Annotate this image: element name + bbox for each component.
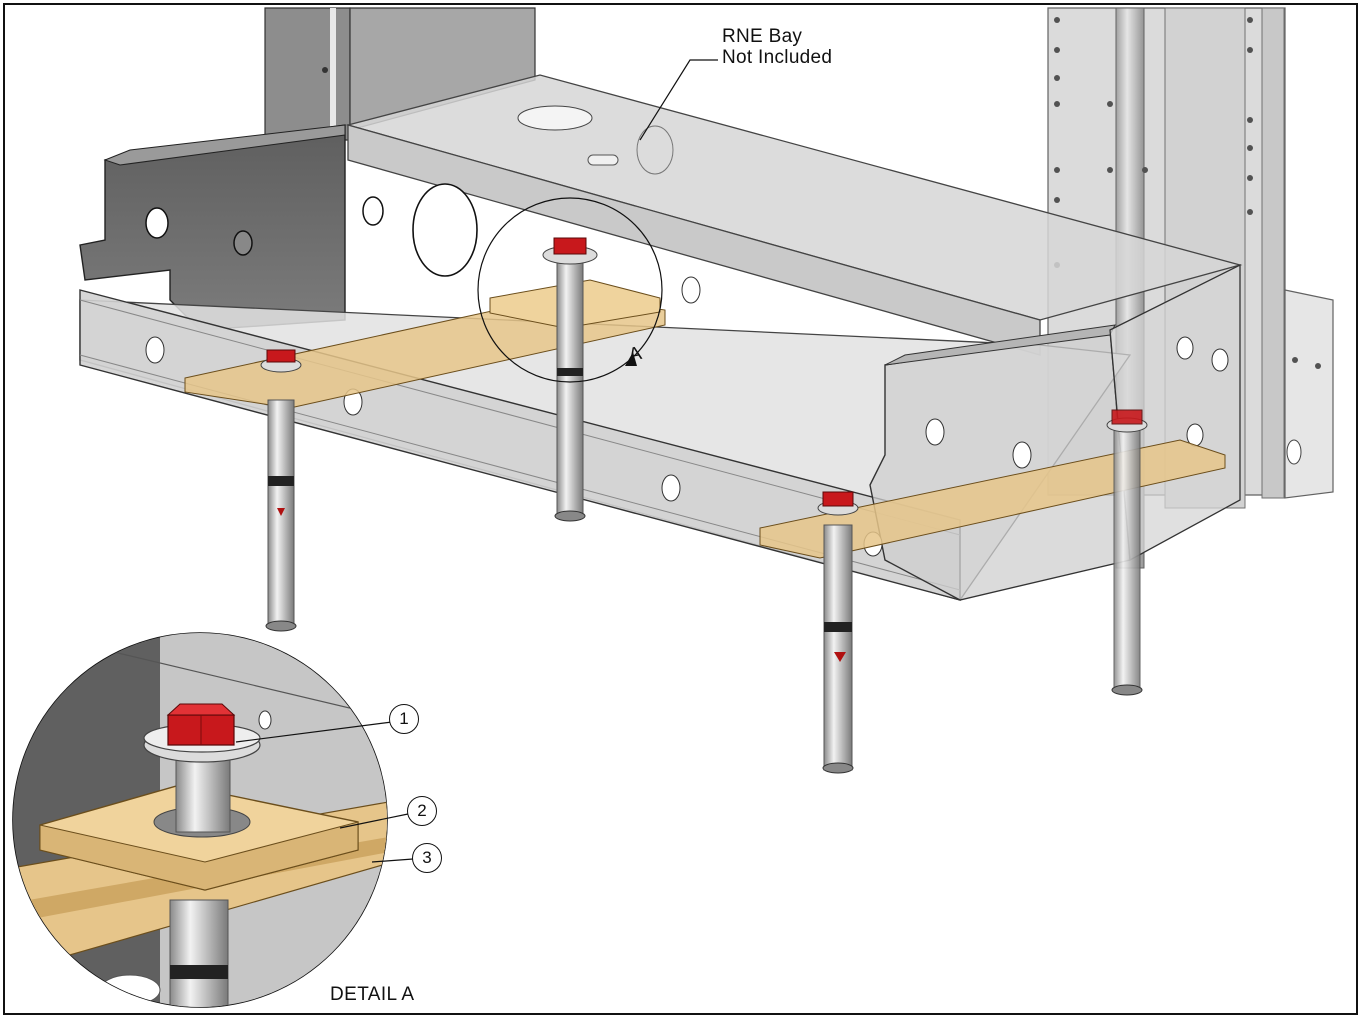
- rne-bay-frame: [79, 74, 1243, 601]
- anchor-rod-left: [260, 349, 302, 632]
- balloon-1: 1: [389, 704, 419, 734]
- detail-a-title: DETAIL A: [330, 984, 415, 1005]
- rne-bay-leader-line: [639, 59, 718, 141]
- balloon-2: 2: [407, 796, 437, 826]
- rne-bay-callout: RNE Bay Not Included: [722, 26, 832, 68]
- rne-bay-callout-line1: RNE Bay: [722, 26, 803, 47]
- rear-left-post: [264, 7, 536, 141]
- balloon-3: 3: [412, 843, 442, 873]
- anchor-rod-front-right: [817, 491, 859, 774]
- anchor-rod-center: [542, 237, 598, 522]
- rne-bay-callout-line2: Not Included: [722, 47, 833, 68]
- drawing-border: [3, 3, 1358, 1015]
- anchor-rod-rear-right: [1106, 409, 1148, 696]
- detail-a-view: [12, 632, 414, 1008]
- detail-a-reference-circle: [477, 197, 663, 383]
